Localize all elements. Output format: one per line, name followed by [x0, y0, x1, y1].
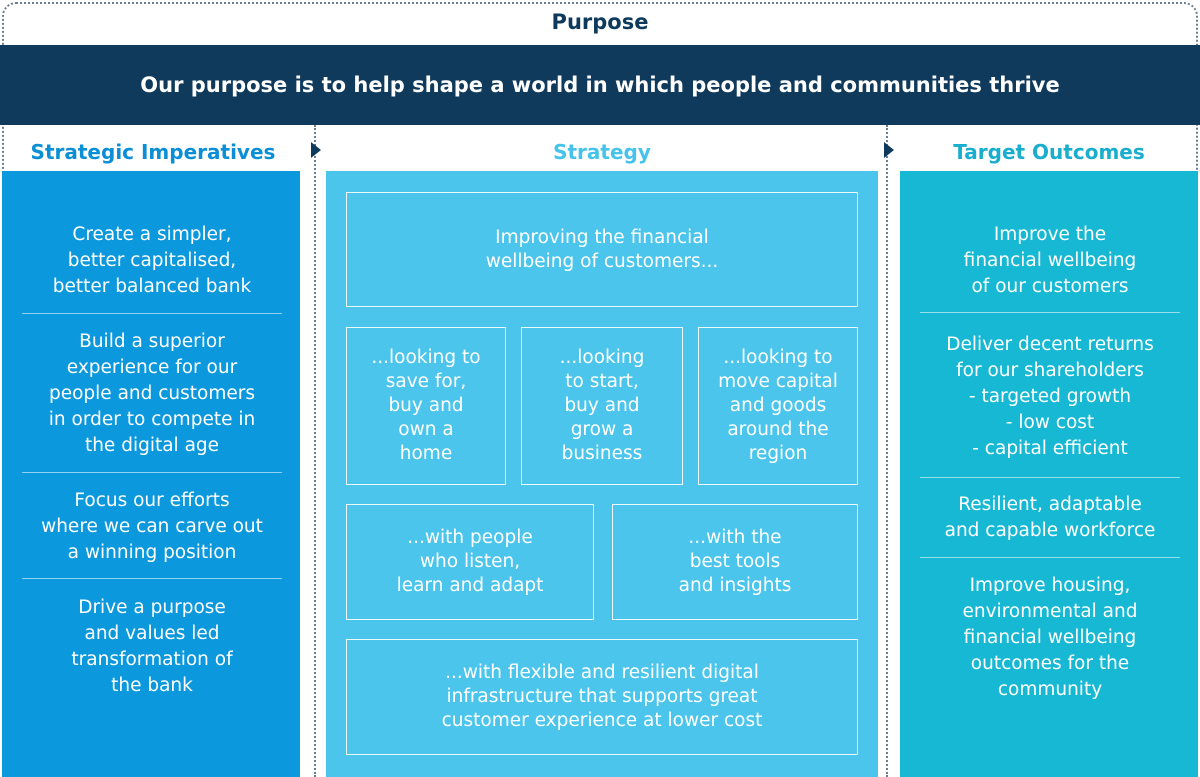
imperative-item: Build a superior experience for our peop…	[48, 331, 256, 456]
strategy-main-box: Improving the financial wellbeing of cus…	[346, 192, 858, 307]
strategy-infrastructure-box: ...with flexible and resilient digital i…	[346, 639, 858, 755]
strategy-business-box: ...looking to start, buy and grow a busi…	[521, 327, 683, 485]
imperative-item: Create a simpler, better capitalised, be…	[52, 224, 252, 297]
purpose-title: Purpose	[551, 10, 649, 34]
outcome-item: Improve housing, environmental and finan…	[962, 575, 1138, 700]
heading-target-outcomes: Target Outcomes	[953, 140, 1145, 164]
dotted-separator-right	[886, 125, 888, 777]
strategy-people-box: ...with people who listen, learn and ada…	[346, 504, 594, 620]
outcome-item: Resilient, adaptable and capable workfor…	[944, 494, 1156, 541]
outcome-item: Improve the financial wellbeing of our c…	[963, 224, 1137, 297]
purpose-statement: Our purpose is to help shape a world in …	[0, 45, 1200, 125]
imperative-item: Drive a purpose and values led transform…	[71, 597, 233, 696]
divider	[920, 477, 1180, 478]
arrow-right-icon	[311, 142, 321, 158]
strategy-capital-box: ...looking to move capital and goods aro…	[698, 327, 858, 485]
strategic-imperatives-panel: Create a simpler, better capitalised, be…	[2, 171, 300, 777]
imperative-item: Focus our efforts where we can carve out…	[41, 490, 263, 563]
divider	[22, 313, 282, 314]
arrow-right-icon	[884, 142, 894, 158]
heading-strategic-imperatives: Strategic Imperatives	[30, 140, 276, 164]
dotted-separator-left	[314, 125, 316, 777]
divider	[920, 557, 1180, 558]
heading-strategy: Strategy	[553, 140, 651, 164]
divider	[920, 312, 1180, 313]
target-outcomes-panel: Improve the financial wellbeing of our c…	[900, 171, 1198, 777]
divider	[22, 472, 282, 473]
strategy-home-box: ...looking to save for, buy and own a ho…	[346, 327, 506, 485]
outcome-item: Deliver decent returns for our sharehold…	[946, 334, 1154, 459]
strategy-panel: Improving the financial wellbeing of cus…	[326, 171, 878, 777]
divider	[22, 578, 282, 579]
strategy-tools-box: ...with the best tools and insights	[612, 504, 858, 620]
